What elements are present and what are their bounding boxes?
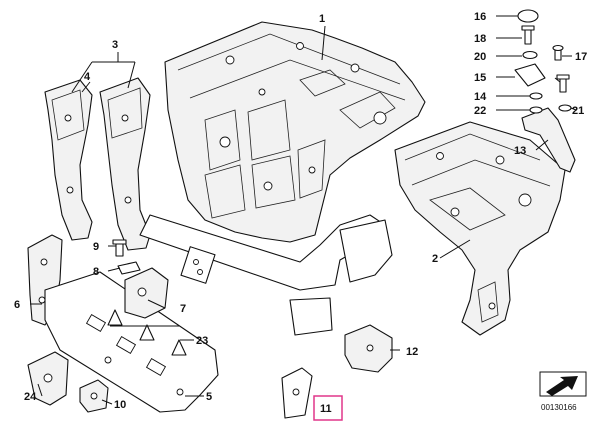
callout-4: 4 <box>84 71 91 83</box>
part-22-washer <box>529 106 543 114</box>
callout-23: 23 <box>196 335 208 347</box>
part-21-washer <box>558 104 572 112</box>
callout-3: 3 <box>112 39 118 51</box>
part-9-bolt <box>112 239 127 257</box>
callout-21: 21 <box>572 105 584 117</box>
callout-11: 11 <box>320 403 332 415</box>
callout-22: 22 <box>474 105 486 117</box>
part-12-angle-bracket <box>344 324 393 373</box>
callout-20: 20 <box>474 51 486 63</box>
callout-24: 24 <box>24 391 37 403</box>
part-24-bracket <box>27 351 69 406</box>
drawing-reference: 00130166 <box>541 403 577 412</box>
part-16-cap <box>517 9 539 23</box>
callout-10: 10 <box>114 399 126 411</box>
part-17-pin <box>552 44 564 61</box>
part-15-plate <box>514 63 546 87</box>
callout-17: 17 <box>575 51 587 63</box>
callout-2: 2 <box>432 253 438 265</box>
callout-11-highlight-box <box>313 395 343 421</box>
part-18-bolt <box>521 25 535 45</box>
callout-7: 7 <box>180 303 186 315</box>
callout-14: 14 <box>474 91 487 103</box>
part-19-bolt <box>556 74 570 93</box>
callout-1: 1 <box>319 13 325 25</box>
part-8-clip-nut <box>117 261 141 275</box>
part-10-bracket <box>79 379 109 413</box>
leader-lines <box>30 15 577 405</box>
callout-8: 8 <box>93 266 99 278</box>
part-20-washer <box>522 50 538 60</box>
part-1-upper-panel <box>164 21 426 243</box>
cross-member <box>139 214 393 336</box>
callout-6: 6 <box>14 299 20 311</box>
part-23-clips <box>107 309 187 356</box>
callout-5: 5 <box>206 391 212 403</box>
callout-16: 16 <box>474 11 486 23</box>
callout-15: 15 <box>474 72 486 84</box>
callout-13: 13 <box>514 145 526 157</box>
part-7-mount-bracket <box>124 267 169 319</box>
callout-12: 12 <box>406 346 418 358</box>
direction-arrow-icon <box>539 371 587 397</box>
part-13-bracket <box>521 107 576 173</box>
part-3-right-pillar <box>99 77 151 251</box>
part-14-nut <box>529 92 543 100</box>
callout-9: 9 <box>93 241 99 253</box>
callout-18: 18 <box>474 33 486 45</box>
part-4-left-pillar <box>44 79 93 241</box>
part-11-bracket <box>281 367 313 419</box>
part-2-right-panel <box>394 121 566 336</box>
callout-labels: 1 2 3 4 5 6 7 8 9 10 11 12 13 14 15 16 1… <box>14 11 587 415</box>
